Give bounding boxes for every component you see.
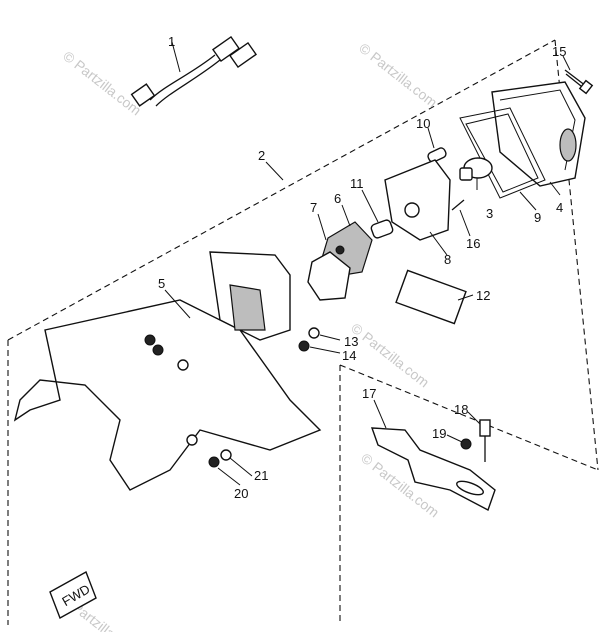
watermark: © Partzilla.com: [60, 48, 144, 119]
part-label-15: 15: [552, 44, 566, 59]
socket-assembly: [307, 221, 373, 301]
screw-16: [451, 199, 465, 211]
washer-19: [460, 438, 472, 450]
part-label-1: 1: [168, 34, 175, 49]
part-label-7: 7: [310, 200, 317, 215]
part-label-12: 12: [476, 288, 490, 303]
bolt-20: [208, 456, 220, 468]
part-label-18: 18: [454, 402, 468, 417]
part-label-3: 3: [486, 206, 493, 221]
part-label-5: 5: [158, 276, 165, 291]
part-label-19: 19: [432, 426, 446, 441]
part-label-21: 21: [254, 468, 268, 483]
part-label-9: 9: [534, 210, 541, 225]
part-label-20: 20: [234, 486, 248, 501]
wire-harness: [130, 35, 258, 107]
assembly-boundary: [7, 39, 599, 625]
part-label-10: 10: [416, 116, 430, 131]
part-label-13: 13: [344, 334, 358, 349]
washer-21: [220, 449, 232, 461]
bulb-socket: [370, 219, 394, 239]
part-label-16: 16: [466, 236, 480, 251]
bolt-18: [479, 419, 491, 462]
part-label-17: 17: [362, 386, 376, 401]
screw-15: [564, 69, 594, 95]
part-label-8: 8: [444, 252, 451, 267]
fender-housing: [13, 251, 322, 491]
nut-13: [308, 327, 320, 339]
part-label-2: 2: [258, 148, 265, 163]
base-plate: [384, 159, 451, 241]
part-label-14: 14: [342, 348, 356, 363]
bulb: [459, 157, 493, 181]
part-label-11: 11: [350, 176, 364, 191]
watermark: © Partzilla.com: [348, 320, 432, 391]
washer-14: [298, 340, 310, 352]
leader-lines: [164, 55, 571, 486]
watermark: © Partzilla.com: [356, 40, 440, 111]
bracket: [370, 427, 496, 511]
tail-lens: [491, 81, 586, 187]
part-label-6: 6: [334, 191, 341, 206]
small-bulb: [427, 147, 447, 163]
part-label-4: 4: [556, 200, 563, 215]
part-labels: 1 2 3 4 5 6 7 8 9 10 11 12 13 14 15 16 1…: [158, 34, 566, 501]
reflector: [395, 269, 467, 325]
